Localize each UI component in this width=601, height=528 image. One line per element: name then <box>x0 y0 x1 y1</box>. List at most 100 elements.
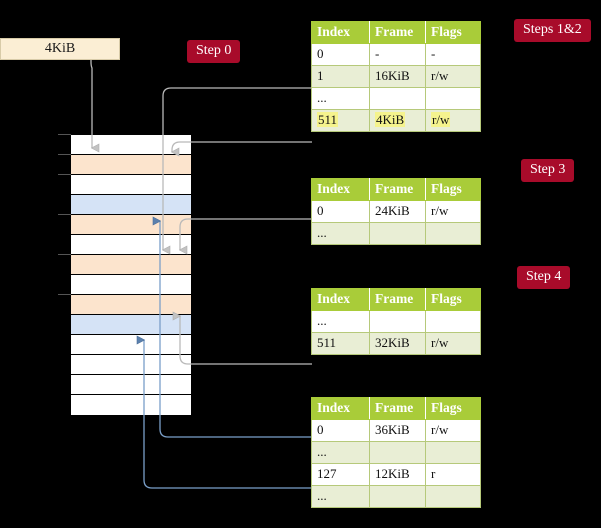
wire-table2-row511-to-memory <box>180 316 312 365</box>
cell-frame: - <box>369 43 426 66</box>
source-frame-label: 4KiB <box>44 41 76 56</box>
physical-memory-column <box>70 134 191 415</box>
column-header-index: Index <box>311 397 370 420</box>
cell-index: 0 <box>311 43 370 66</box>
badge-steps-1-2: Steps 1&2 <box>514 19 591 42</box>
cell-flags: r/w <box>425 65 481 88</box>
cell-flags <box>425 222 481 245</box>
column-header-index: Index <box>311 288 370 311</box>
column-header-frame: Frame <box>369 21 426 44</box>
cell-index: 511 <box>311 109 370 132</box>
cell-index: ... <box>311 87 370 110</box>
memory-row-6 <box>71 255 191 275</box>
cell-flags: - <box>425 43 481 66</box>
memory-row-5 <box>71 235 191 255</box>
highlighted-value: 511 <box>317 112 339 127</box>
memory-row-13 <box>71 395 191 415</box>
wire-memory-to-table1-row0 <box>180 218 312 250</box>
cell-frame <box>369 485 426 508</box>
cell-flags <box>425 310 481 333</box>
memory-row-3 <box>71 195 191 215</box>
column-header-index: Index <box>311 21 370 44</box>
table-row: ... <box>311 485 481 508</box>
cell-flags <box>425 87 481 110</box>
cell-index: ... <box>311 441 370 464</box>
cell-flags: r/w <box>425 419 481 442</box>
cell-frame: 4KiB <box>369 109 426 132</box>
cell-flags <box>425 441 481 464</box>
cell-frame <box>369 441 426 464</box>
cell-index: ... <box>311 310 370 333</box>
column-header-flags: Flags <box>425 21 481 44</box>
cell-frame: 12KiB <box>369 463 426 486</box>
cell-frame: 32KiB <box>369 332 426 355</box>
cell-frame: 36KiB <box>369 419 426 442</box>
column-header-frame: Frame <box>369 178 426 201</box>
memory-tick-6 <box>58 254 71 255</box>
cell-index: 127 <box>311 463 370 486</box>
badge-step-3: Step 3 <box>521 159 575 182</box>
table-row: ... <box>311 222 481 245</box>
memory-row-10 <box>71 335 191 355</box>
column-header-flags: Flags <box>425 397 481 420</box>
memory-row-7 <box>71 275 191 295</box>
table-row: 511 4KiB r/w <box>311 109 481 132</box>
column-header-frame: Frame <box>369 397 426 420</box>
cell-index: ... <box>311 485 370 508</box>
cell-frame <box>369 87 426 110</box>
memory-row-12 <box>71 375 191 395</box>
memory-row-11 <box>71 355 191 375</box>
cell-flags: r/w <box>425 332 481 355</box>
highlighted-value: 4KiB <box>375 112 406 127</box>
table-row: ... <box>311 87 481 110</box>
column-header-flags: Flags <box>425 178 481 201</box>
badge-step-0: Step 0 <box>187 40 241 63</box>
memory-row-8 <box>71 295 191 315</box>
table-row: 0-- <box>311 43 481 66</box>
memory-row-4 <box>71 215 191 235</box>
cell-frame: 24KiB <box>369 200 426 223</box>
memory-row-9 <box>71 315 191 335</box>
memory-tick-0 <box>58 134 71 135</box>
highlighted-value: r/w <box>431 112 451 127</box>
memory-tick-1 <box>58 154 71 155</box>
cell-flags <box>425 485 481 508</box>
cell-frame: 16KiB <box>369 65 426 88</box>
cell-flags: r <box>425 463 481 486</box>
cell-index: 0 <box>311 419 370 442</box>
cell-frame <box>369 222 426 245</box>
cell-index: ... <box>311 222 370 245</box>
memory-row-1 <box>71 155 191 175</box>
badge-step-4: Step 4 <box>517 266 571 289</box>
wire-table0-row511-to-memory <box>172 141 312 152</box>
memory-row-0 <box>71 135 191 155</box>
column-header-index: Index <box>311 178 370 201</box>
source-frame-box: 4KiB <box>0 38 120 60</box>
cell-index: 511 <box>311 332 370 355</box>
column-header-flags: Flags <box>425 288 481 311</box>
cell-flags: r/w <box>425 109 481 132</box>
memory-tick-8 <box>58 294 71 295</box>
table-row: ... <box>311 310 481 333</box>
column-header-frame: Frame <box>369 288 426 311</box>
cell-index: 1 <box>311 65 370 88</box>
cell-index: 0 <box>311 200 370 223</box>
memory-tick-4 <box>58 214 71 215</box>
memory-row-2 <box>71 175 191 195</box>
table-row: ... <box>311 441 481 464</box>
memory-tick-2 <box>58 174 71 175</box>
